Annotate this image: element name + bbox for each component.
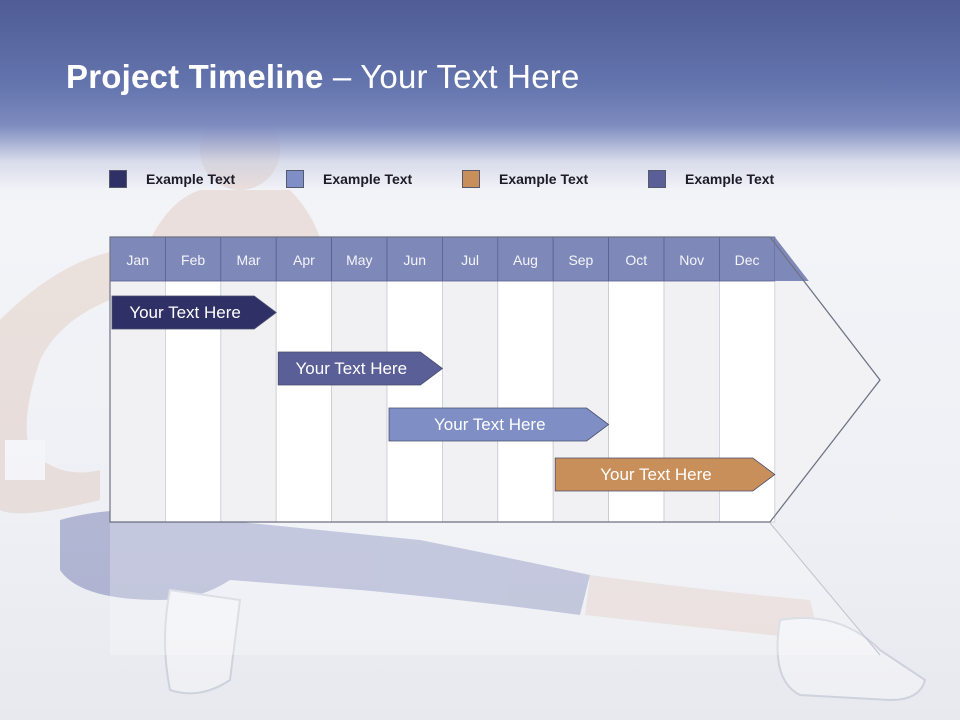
month-label-jul: Jul (461, 252, 479, 268)
month-cell-aug (497, 236, 554, 282)
timeline-reflection (110, 523, 880, 655)
month-cell-jan (109, 236, 166, 282)
month-label-oct: Oct (625, 252, 647, 268)
task-bar-2 (277, 351, 444, 386)
month-label-dec: Dec (735, 252, 760, 268)
task-bar-3 (388, 407, 610, 442)
month-cell-apr (275, 236, 333, 282)
month-column-jul (441, 236, 499, 523)
month-cell-feb (164, 236, 222, 282)
task-label-3: Your Text Here (434, 415, 546, 434)
month-cell-jun (386, 236, 443, 282)
month-column-feb (164, 236, 222, 523)
legend-label-1: Example Text (146, 171, 236, 187)
month-label-jun: Jun (403, 252, 426, 268)
legend-swatch-3 (462, 170, 480, 188)
legend-label-2: Example Text (323, 171, 413, 187)
month-header-band: Jan Feb Mar Apr May Jun Jul Aug Sep Oct Nov Dec (109, 236, 809, 282)
month-label-jan: Jan (126, 252, 149, 268)
month-label-may: May (346, 252, 372, 268)
title-rest: – Your Text Here (323, 58, 580, 95)
task-bar-1 (111, 295, 277, 330)
legend-swatch-1 (109, 170, 127, 188)
month-label-aug: Aug (513, 252, 538, 268)
task-label-2: Your Text Here (296, 359, 408, 378)
month-cell-sep (552, 236, 610, 282)
month-label-feb: Feb (181, 252, 205, 268)
month-columns (109, 236, 776, 523)
month-cell-nov (663, 236, 720, 282)
page-title: Project Timeline – Your Text Here (66, 58, 580, 96)
legend-swatch-2 (286, 170, 304, 188)
task-label-4: Your Text Here (600, 465, 712, 484)
month-label-mar: Mar (236, 252, 260, 268)
legend-label-3: Example Text (499, 171, 589, 187)
task-label-1: Your Text Here (129, 303, 241, 322)
task-bar-4 (554, 457, 776, 492)
month-band-tip (774, 237, 809, 281)
reflection-edge (769, 522, 881, 656)
month-label-nov: Nov (679, 252, 704, 268)
month-label-sep: Sep (568, 252, 593, 268)
month-column-jan (109, 236, 166, 523)
header-band: Project Timeline – Your Text Here (0, 0, 960, 190)
month-cell-may (331, 236, 388, 282)
title-bold: Project Timeline (66, 58, 324, 95)
month-cell-mar (220, 236, 277, 282)
legend-swatch-4 (648, 170, 666, 188)
legend-label-4: Example Text (685, 171, 775, 187)
month-cell-jul (441, 236, 499, 282)
month-label-apr: Apr (293, 252, 315, 268)
timeline-outline (109, 236, 881, 523)
month-column-aug (497, 236, 554, 523)
